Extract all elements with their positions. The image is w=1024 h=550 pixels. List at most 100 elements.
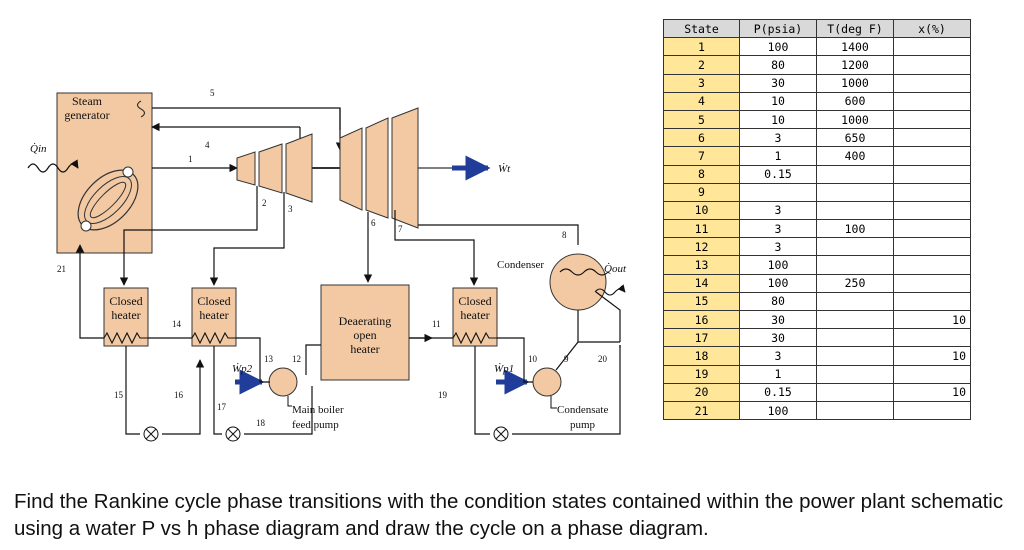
closed-heater-3: Closed heater [447, 287, 498, 347]
table-cell [893, 37, 971, 57]
table-cell [893, 109, 971, 130]
svg-text:heater: heater [111, 308, 140, 322]
table-cell: 100 [739, 255, 817, 275]
svg-text:8: 8 [562, 230, 567, 240]
table-cell: 100 [816, 219, 894, 239]
svg-text:heater: heater [350, 342, 379, 356]
table-cell [893, 55, 971, 75]
svg-text:Ẇt: Ẇt [498, 163, 511, 175]
svg-text:17: 17 [217, 402, 227, 412]
throttle-valve-icon [143, 426, 159, 442]
svg-text:Closed: Closed [458, 294, 491, 308]
column-header: T(deg F) [816, 18, 894, 39]
state-labels: 1 2 3 4 5 6 7 8 9 10 11 12 13 14 15 16 1… [57, 88, 608, 428]
table-cell [893, 400, 971, 421]
table-cell: 30 [739, 309, 817, 330]
table-cell: 400 [816, 146, 894, 166]
svg-text:Q̇in: Q̇in [30, 143, 47, 155]
svg-text:7: 7 [398, 224, 403, 234]
question-text: Find the Rankine cycle phase transitions… [14, 490, 1004, 540]
svg-text:3: 3 [288, 204, 293, 214]
table-cell [893, 237, 971, 257]
table-cell: 650 [816, 128, 894, 148]
condenser: Condenser Q̇out [497, 253, 627, 311]
svg-text:9: 9 [564, 354, 569, 364]
svg-text:open: open [353, 328, 376, 342]
table-cell [816, 200, 894, 221]
svg-text:Main boiler: Main boiler [292, 404, 344, 416]
svg-text:Condensate: Condensate [557, 404, 608, 416]
table-cell: 2 [663, 55, 740, 75]
svg-text:generator: generator [64, 108, 109, 122]
svg-text:Deaerating: Deaerating [339, 314, 392, 328]
table-cell: 19 [663, 364, 740, 384]
table-cell [816, 182, 894, 202]
table-cell [893, 219, 971, 239]
svg-text:Ẇp1: Ẇp1 [494, 363, 514, 375]
table-cell [893, 164, 971, 184]
table-cell: 600 [816, 91, 894, 111]
heat-input: Q̇in [27, 143, 79, 173]
table-cell [893, 255, 971, 275]
svg-text:heater: heater [460, 308, 489, 322]
table-cell [893, 91, 971, 111]
extraction-lines [119, 186, 579, 286]
svg-text:20: 20 [598, 354, 608, 364]
closed-heater-2: Closed heater [186, 287, 237, 347]
table-cell: 9 [663, 182, 740, 202]
table-cell: 12 [663, 237, 740, 257]
svg-text:Ẇp2: Ẇp2 [232, 363, 253, 375]
table-cell: 1000 [816, 73, 894, 93]
table-cell [893, 128, 971, 148]
svg-text:Condenser: Condenser [497, 259, 544, 271]
condensate-pump: Ẇp1 Condensate pump [494, 363, 608, 431]
table-cell: 20 [663, 382, 740, 402]
table-cell [893, 328, 971, 348]
svg-text:5: 5 [210, 88, 215, 98]
table-cell: 100 [739, 37, 817, 57]
column-header: x(%) [893, 18, 971, 39]
piping [75, 244, 621, 435]
table-cell: 14 [663, 273, 740, 293]
svg-text:6: 6 [371, 218, 376, 228]
table-cell: 3 [739, 200, 817, 221]
throttle-valve-icon [225, 426, 241, 442]
steam-generator: Steam generator [56, 92, 153, 254]
svg-text:feed pump: feed pump [292, 419, 339, 431]
table-cell: 30 [739, 328, 817, 348]
svg-text:Closed: Closed [109, 294, 142, 308]
main-boiler-feed-pump: Ẇp2 Main boiler feed pump [232, 363, 344, 431]
svg-text:1: 1 [188, 154, 193, 164]
throttle-valve-icon [493, 426, 509, 442]
table-cell: 3 [739, 128, 817, 148]
boiler-coil-icon [77, 166, 139, 232]
svg-text:Closed: Closed [197, 294, 230, 308]
table-cell [893, 200, 971, 221]
closed-heater-1: Closed heater [98, 287, 149, 347]
table-cell: 21 [663, 400, 740, 421]
table-cell: 0.15 [739, 164, 817, 184]
table-cell: 7 [663, 146, 740, 166]
table-cell: 10 [893, 346, 971, 366]
table-cell: 3 [739, 346, 817, 366]
table-cell: 13 [663, 255, 740, 275]
table-cell: 17 [663, 328, 740, 348]
svg-text:Q̇out: Q̇out [604, 263, 627, 275]
table-cell: 1000 [816, 109, 894, 130]
table-cell [816, 328, 894, 348]
table-cell: 10 [893, 382, 971, 402]
table-cell [816, 382, 894, 402]
table-cell: 1 [739, 146, 817, 166]
table-cell [816, 400, 894, 421]
table-cell [893, 146, 971, 166]
table-cell: 1200 [816, 55, 894, 75]
